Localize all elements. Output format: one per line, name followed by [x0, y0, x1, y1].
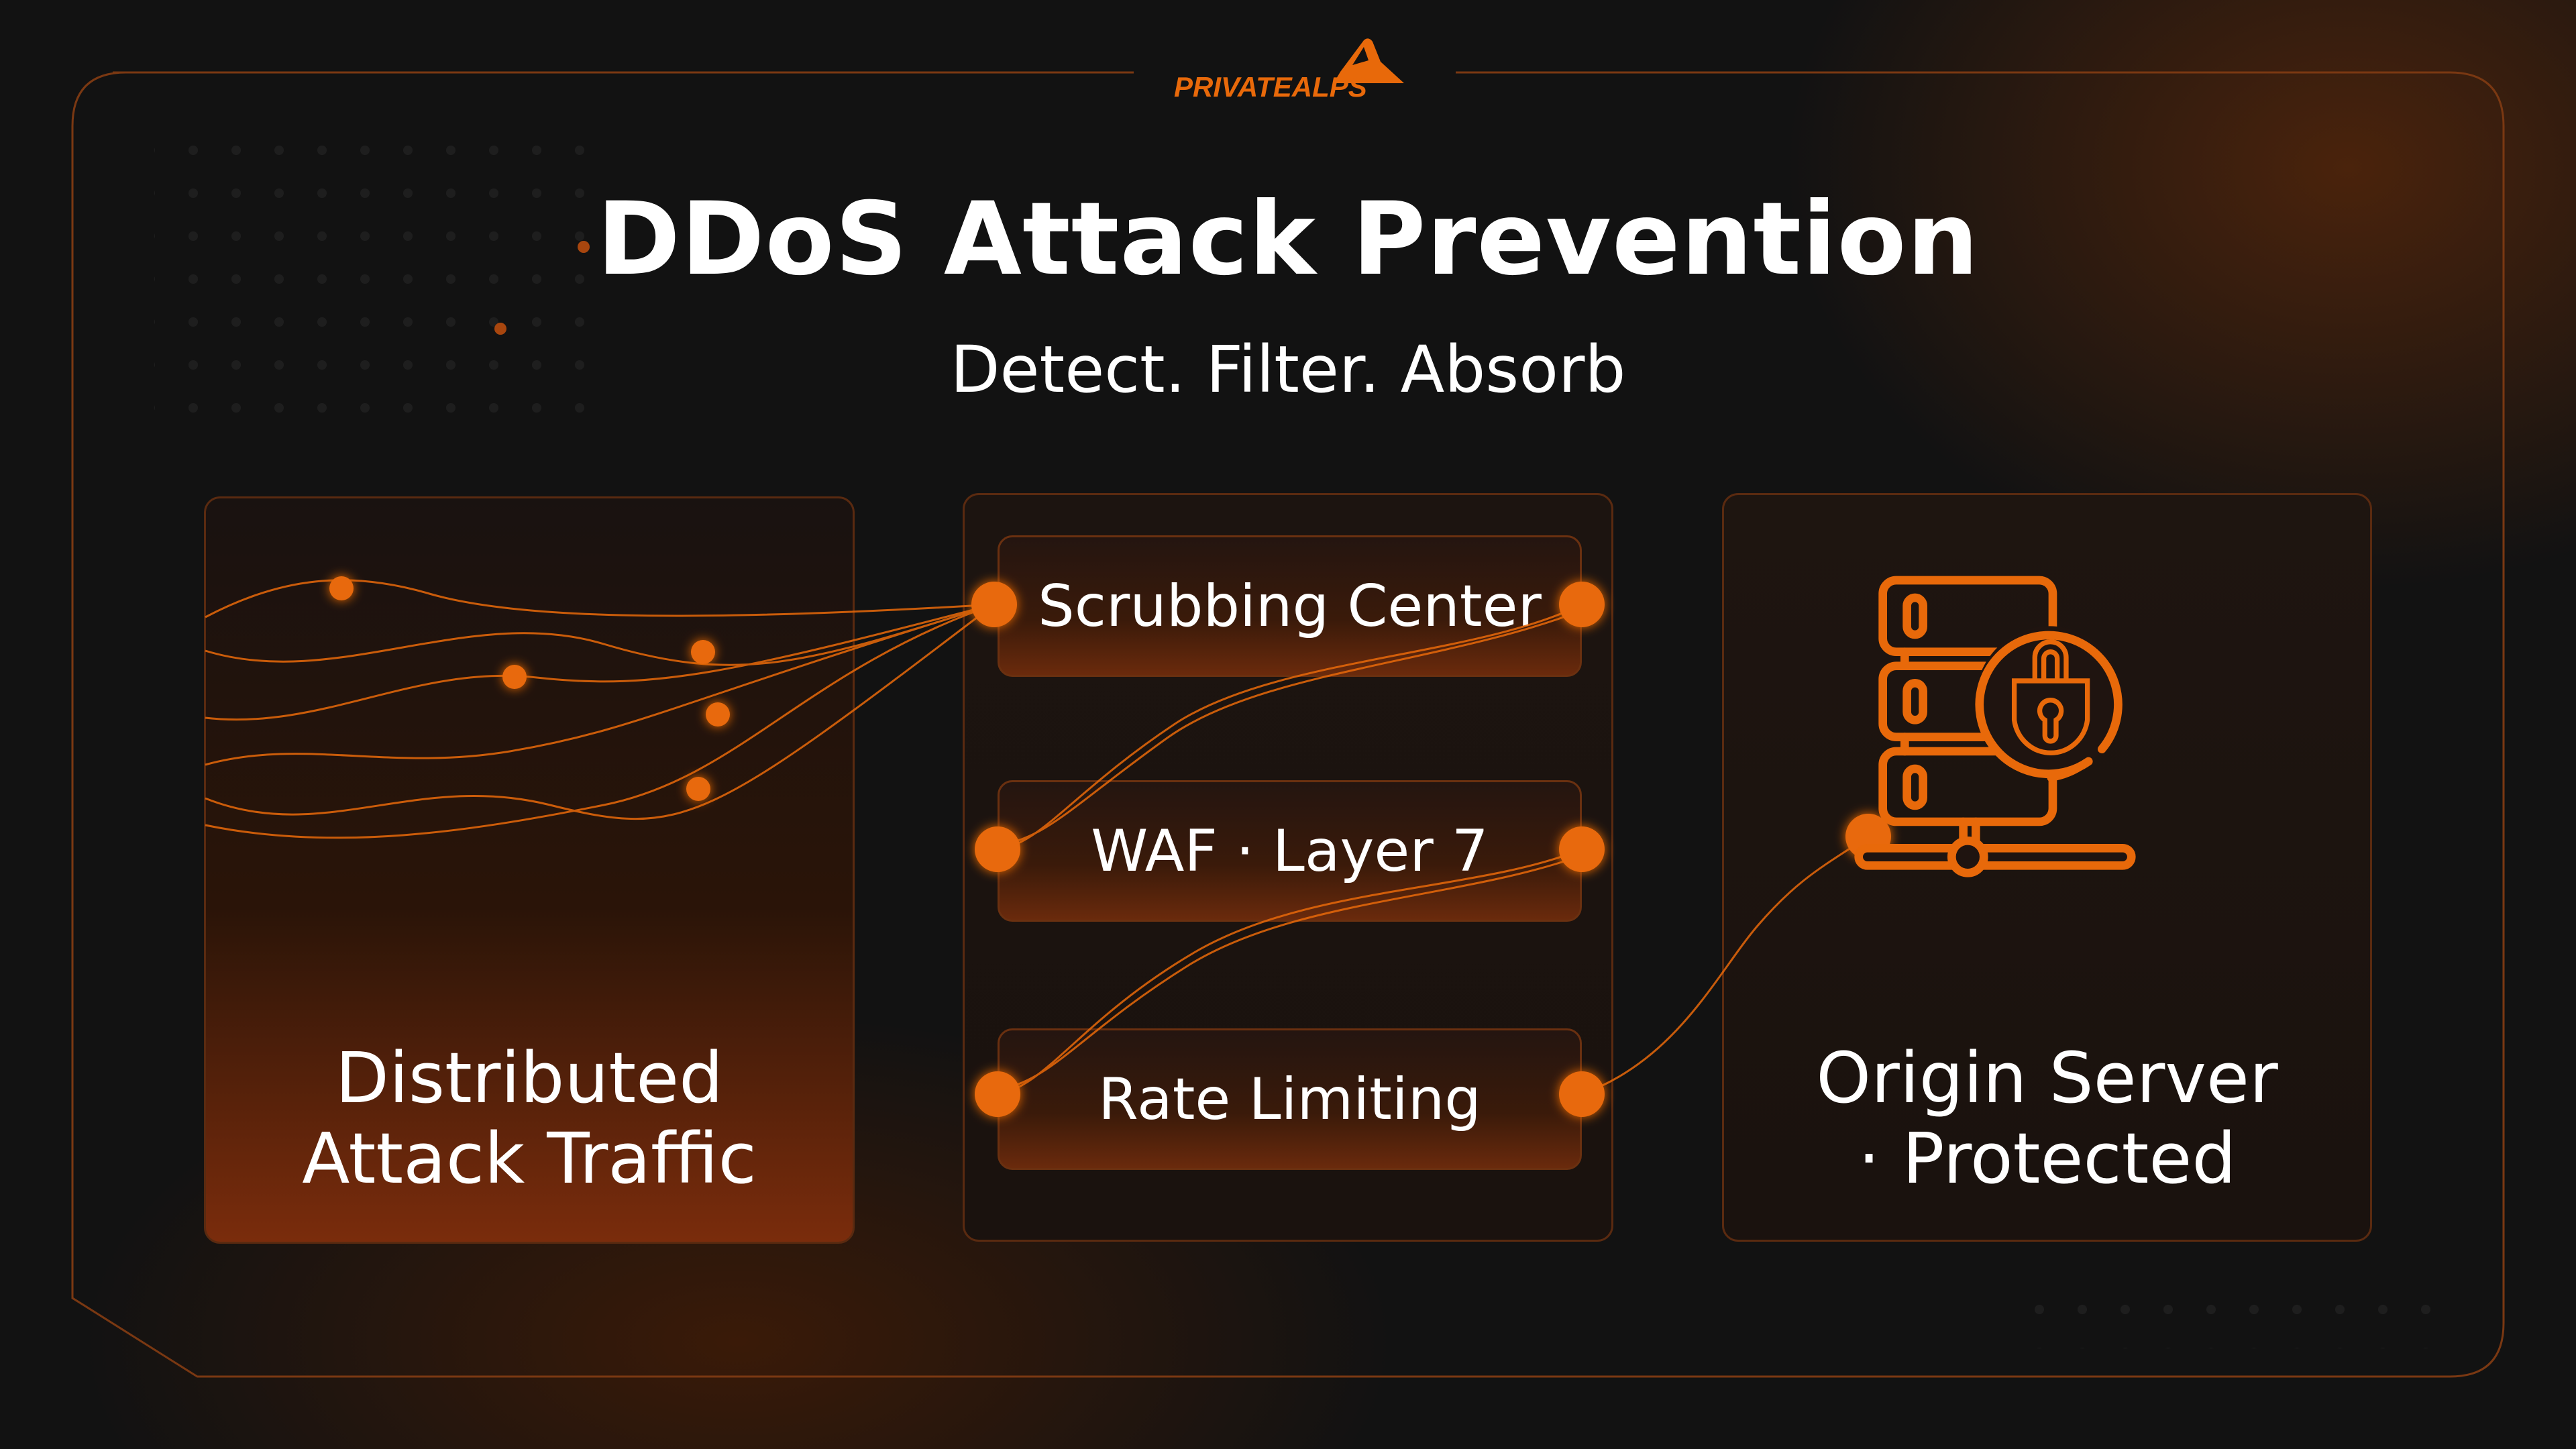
- connector-node: [1559, 826, 1605, 872]
- connector-node: [975, 826, 1020, 872]
- stage-scrubbing-center: Scrubbing Center: [998, 535, 1582, 677]
- traffic-node: [706, 702, 730, 727]
- stage-rate-limiting: Rate Limiting: [998, 1028, 1582, 1170]
- traffic-node: [691, 640, 715, 664]
- decor-dot: [494, 323, 506, 335]
- stage-label: WAF · Layer 7: [1091, 817, 1489, 885]
- connector-node: [975, 1071, 1020, 1117]
- decor-dot: [578, 241, 590, 253]
- attack-traffic-panel: [204, 496, 855, 1244]
- traffic-node: [329, 576, 354, 600]
- stage-waf-layer7: WAF · Layer 7: [998, 780, 1582, 922]
- destination-label-line2: · Protected: [1858, 1118, 2237, 1199]
- traffic-lines: [205, 579, 995, 839]
- page-title: DDoS Attack Prevention: [596, 181, 1980, 298]
- connector-node: [1559, 1071, 1605, 1117]
- stage-label: Rate Limiting: [1098, 1065, 1481, 1133]
- dot-grid-decor: [2033, 1275, 2462, 1348]
- stage-connectors: [997, 603, 1869, 1095]
- server-lock-icon: [1854, 576, 2136, 877]
- outer-frame: [71, 71, 2505, 1378]
- connector-node: [1559, 582, 1605, 627]
- source-label-line2: Attack Traffic: [302, 1118, 757, 1199]
- connector-node: [971, 582, 1017, 627]
- page-subtitle: Detect. Filter. Absorb: [950, 332, 1626, 407]
- source-label-line1: Distributed: [335, 1037, 724, 1119]
- dot-grid-decor: [154, 134, 610, 429]
- destination-label-line1: Origin Server: [1816, 1037, 2278, 1119]
- destination-label: Origin Server · Protected: [1722, 1038, 2372, 1199]
- source-label: Distributed Attack Traffic: [204, 1038, 855, 1199]
- traffic-node: [686, 777, 710, 801]
- traffic-node: [502, 665, 527, 689]
- privatealps-logo: PRIVATEALPS: [1173, 35, 1407, 102]
- logo-text: PRIVATEALPS: [1174, 71, 1367, 102]
- stage-label: Scrubbing Center: [1038, 572, 1542, 640]
